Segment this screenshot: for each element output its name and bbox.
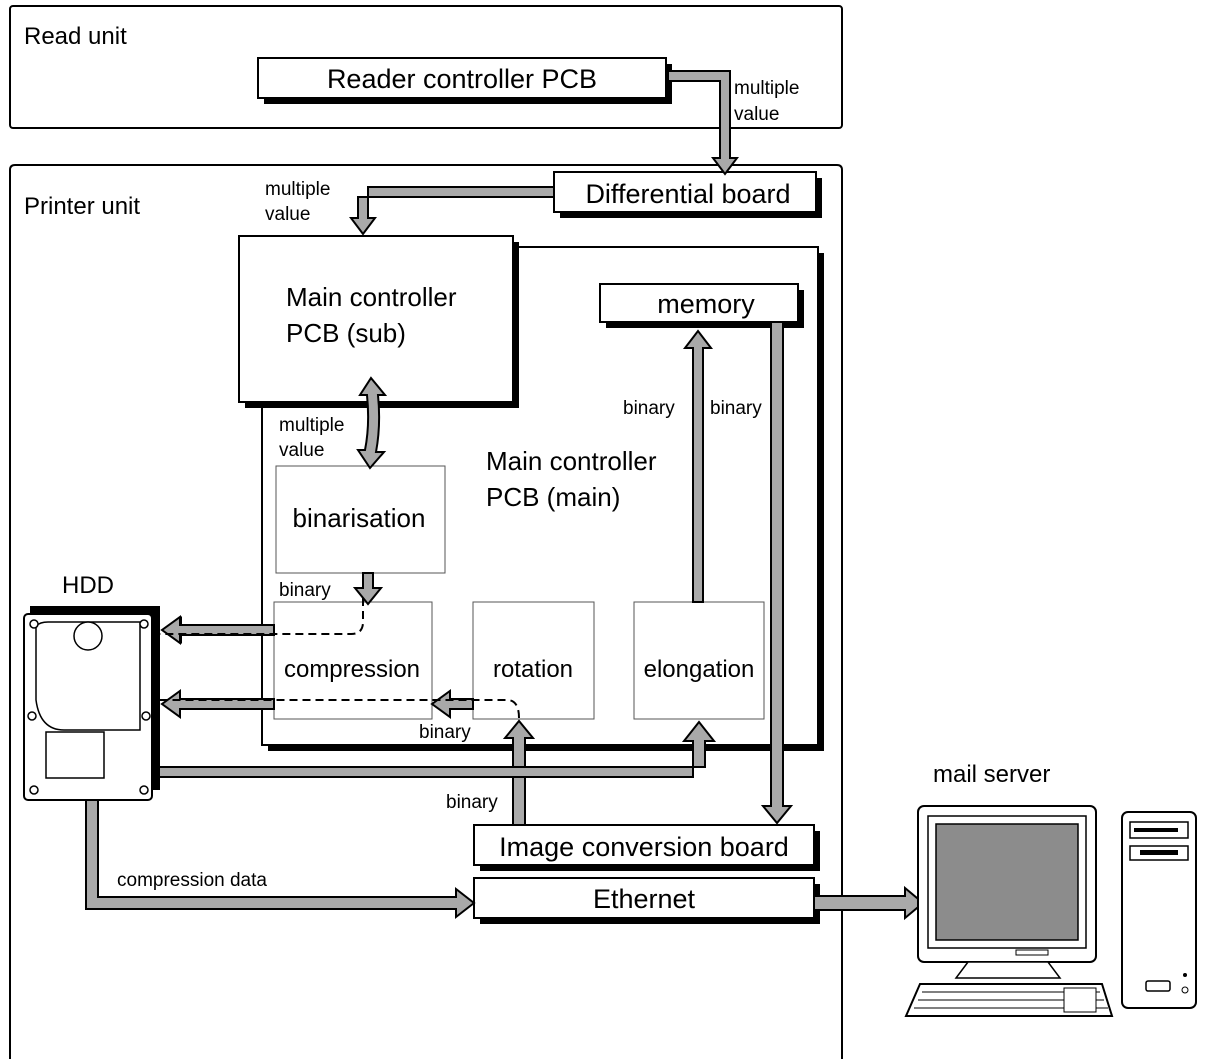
label-binary-memory-left: binary [623,398,675,419]
printer-unit-label: Printer unit [24,193,140,220]
ethernet-box: Ethernet [474,878,820,924]
label-multiple-3a: multiple [279,415,344,436]
compression-label: compression [284,656,420,683]
ethernet-label: Ethernet [593,884,696,914]
differential-board-label: Differential board [585,179,790,209]
image-conversion-board: Image conversion board [474,825,820,871]
binarisation-box: binarisation [276,466,445,573]
image-conversion-label: Image conversion board [499,832,789,862]
reader-controller-label: Reader controller PCB [327,64,597,94]
label-compression-data: compression data [117,870,267,891]
label-binary-rotation: binary [419,722,471,743]
mail-server-label: mail server [933,761,1050,788]
main-controller-sub: Main controller PCB (sub) [239,236,519,408]
hdd-device: HDD [24,572,160,800]
label-value-2b: value [265,204,310,225]
label-binary-image-conversion: binary [446,792,498,813]
rotation-label: rotation [493,656,573,683]
reader-controller-pcb: Reader controller PCB [258,58,672,104]
rotation-box: rotation [473,602,594,719]
label-value-3b: value [279,440,324,461]
label-binary-binarisation: binary [279,580,331,601]
hdd-label: HDD [62,572,114,599]
label-multiple-2a: multiple [265,179,330,200]
elongation-box: elongation [634,602,764,719]
label-value-1b: value [734,104,779,125]
read-unit-label: Read unit [24,23,127,50]
compression-box: compression [274,602,432,719]
binarisation-label: binarisation [293,503,426,533]
elongation-label: elongation [644,656,755,683]
memory-label: memory [657,289,755,319]
main-controller-main-line2: PCB (main) [486,482,620,512]
label-multiple-1a: multiple [734,78,799,99]
main-controller-sub-line2: PCB (sub) [286,318,406,348]
main-controller-sub-line1: Main controller [286,282,457,312]
monitor-screen [936,824,1078,940]
label-binary-memory-right: binary [710,398,762,419]
mail-server-device: mail server [906,761,1196,1016]
main-controller-main-line1: Main controller [486,446,657,476]
differential-board: Differential board [554,172,822,218]
